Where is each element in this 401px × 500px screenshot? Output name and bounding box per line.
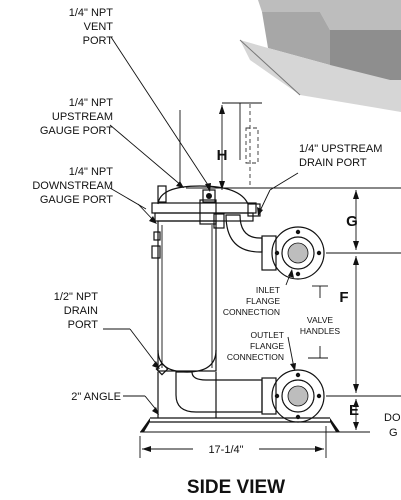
dim-h-label: H [217, 147, 228, 164]
svg-text:VALVE: VALVE [307, 315, 333, 325]
upper-column [179, 102, 262, 188]
dim-e-label: E [349, 402, 359, 419]
svg-text:INLET: INLET [256, 285, 280, 295]
svg-text:HANDLES: HANDLES [300, 326, 340, 336]
svg-text:OUTLET: OUTLET [250, 330, 284, 340]
callout-angle: 2" ANGLE [71, 391, 121, 403]
svg-text:1/4" UPSTREAM: 1/4" UPSTREAM [299, 143, 382, 155]
svg-text:G: G [389, 427, 398, 439]
svg-text:UPSTREAM: UPSTREAM [52, 111, 113, 123]
svg-text:GAUGE PORT: GAUGE PORT [40, 194, 113, 206]
svg-text:CONNECTION: CONNECTION [223, 307, 280, 317]
callout-upstream-drain-port: 1/4" UPSTREAM DRAIN PORT [299, 143, 382, 169]
inlet-pipe [225, 203, 263, 253]
callout-upstream-gauge-port: 1/4" NPT UPSTREAM GAUGE PORT [40, 97, 113, 137]
svg-text:2" ANGLE: 2" ANGLE [71, 391, 121, 403]
base-angle [140, 362, 340, 433]
svg-text:1/2" NPT: 1/2" NPT [54, 291, 99, 303]
dimension-right: G F E [326, 190, 401, 433]
outlet-flange [261, 369, 325, 423]
callout-vent-port: 1/4" NPT VENT PORT [69, 7, 114, 47]
svg-text:PORT: PORT [68, 319, 99, 331]
svg-text:GAUGE PORT: GAUGE PORT [40, 125, 113, 137]
dimension-width: 17-1/4" [139, 426, 327, 458]
dim-g-label: G [346, 213, 358, 230]
svg-text:FLANGE: FLANGE [250, 341, 284, 351]
leader-lines [103, 36, 328, 415]
svg-text:VENT: VENT [84, 21, 114, 33]
inlet-flange [261, 226, 325, 280]
svg-text:DRAIN: DRAIN [64, 305, 98, 317]
bracket-photo [239, 0, 401, 112]
svg-text:1/4" NPT: 1/4" NPT [69, 7, 114, 19]
outlet-pipe [175, 371, 263, 413]
callout-outlet-flange: OUTLET FLANGE CONNECTION [227, 330, 284, 362]
page-title: SIDE VIEW [187, 477, 285, 498]
callout-drain-port: 1/2" NPT DRAIN PORT [54, 291, 99, 331]
dim-f-label: F [339, 289, 348, 306]
callout-cut-off: DO G [384, 412, 401, 439]
svg-text:FLANGE: FLANGE [246, 296, 280, 306]
svg-text:1/4" NPT: 1/4" NPT [69, 97, 114, 109]
svg-text:PORT: PORT [83, 35, 114, 47]
callout-inlet-flange: INLET FLANGE CONNECTION [223, 285, 280, 317]
callout-valve-handles: VALVE HANDLES [300, 315, 340, 336]
svg-text:DO: DO [384, 412, 401, 424]
svg-text:DRAIN PORT: DRAIN PORT [299, 157, 367, 169]
svg-text:1/4" NPT: 1/4" NPT [69, 166, 114, 178]
dim-width-label: 17-1/4" [208, 444, 243, 456]
svg-text:CONNECTION: CONNECTION [227, 352, 284, 362]
callout-downstream-gauge-port: 1/4" NPT DOWNSTREAM GAUGE PORT [32, 166, 113, 206]
dimension-h: H [217, 105, 228, 190]
filter-housing [151, 185, 257, 373]
svg-text:DOWNSTREAM: DOWNSTREAM [32, 180, 113, 192]
